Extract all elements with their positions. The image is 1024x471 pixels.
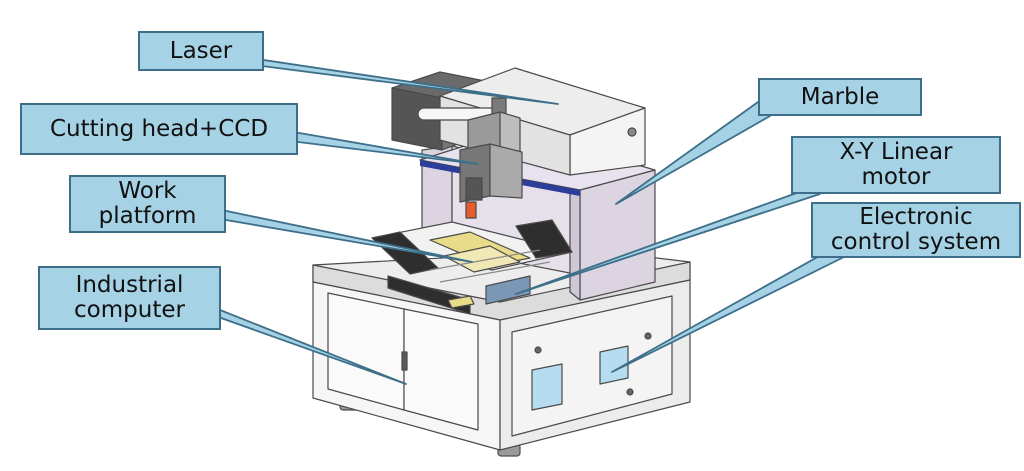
callout-laser: Laser (138, 31, 264, 71)
callout-xy-linear-motor: X-Y Linear motor (791, 136, 1001, 194)
marble-column (579, 169, 656, 301)
callout-electronic-control-system: Electronic control system (811, 202, 1021, 258)
callout-industrial-computer: Industrial computer (38, 266, 221, 330)
callout-work-platform: Work platform (69, 175, 226, 233)
ccd-lens (465, 177, 483, 201)
machine-illustration (312, 67, 691, 457)
cutting-head-assembly (459, 97, 523, 219)
cabinet-window-left (531, 363, 563, 411)
x-y-linear-motor (485, 275, 531, 305)
callout-marble: Marble (758, 78, 922, 116)
cutting-nozzle (465, 201, 477, 219)
cabinet-door-left (327, 292, 405, 411)
door-handle (401, 351, 408, 371)
electronic-control-window (599, 345, 629, 385)
callout-cutting-head: Cutting head+CCD (20, 103, 298, 155)
work-platform-assembly (371, 219, 573, 315)
cabinet-door-right (403, 308, 479, 431)
heat-sink-right (515, 219, 573, 259)
